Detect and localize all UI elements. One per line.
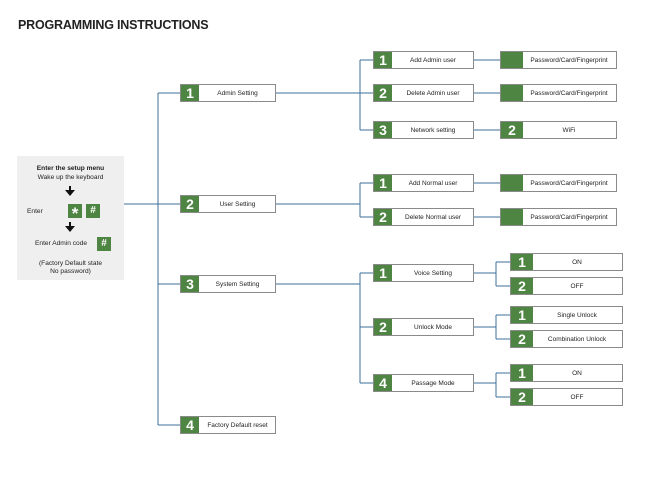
menu-factory-reset: 4 Factory Default reset (180, 416, 276, 434)
star-key-icon: * (68, 204, 82, 223)
submenu-delete-admin-user: 2 Delete Admin user (373, 84, 474, 102)
submenu-label: Add Admin user (410, 57, 456, 64)
green-marker (501, 52, 523, 68)
submenu-delete-normal-user: 2 Delete Normal user (373, 208, 474, 226)
option-label: Password/Card/Fingerprint (530, 90, 608, 97)
menu-system-setting: 3 System Setting (180, 275, 276, 293)
submenu-label: Unlock Mode (414, 324, 452, 331)
submenu-add-normal-user: 1 Add Normal user (373, 174, 474, 192)
menu-label: Admin Setting (217, 90, 258, 97)
hash-key-icon: # (97, 237, 111, 251)
option-password-card-fingerprint: Password/Card/Fingerprint (500, 51, 617, 69)
option-password-card-fingerprint: Password/Card/Fingerprint (500, 174, 617, 192)
option-voice-on: 1 ON (510, 253, 623, 271)
step-number: 2 (374, 85, 392, 101)
step-number: 3 (181, 276, 199, 292)
submenu-unlock-mode: 2 Unlock Mode (373, 318, 474, 336)
submenu-passage-mode: 4 Passage Mode (373, 374, 474, 392)
option-label: OFF (570, 394, 584, 401)
option-password-card-fingerprint: Password/Card/Fingerprint (500, 208, 617, 226)
factory-note-line-1: (Factory Default state (38, 260, 103, 267)
page-title: PROGRAMMING INSTRUCTIONS (18, 18, 209, 32)
green-marker (501, 85, 523, 101)
menu-admin-setting: 1 Admin Setting (180, 84, 276, 102)
option-single-unlock: 1 Single Unlock (510, 306, 623, 324)
setup-admin-code-label: Enter Admin code (35, 240, 88, 247)
menu-label: User Setting (219, 201, 256, 208)
down-arrow-icon (65, 226, 75, 232)
submenu-network-setting: 3 Network setting (373, 121, 474, 139)
step-number: 2 (181, 196, 199, 212)
option-label: Password/Card/Fingerprint (530, 180, 608, 187)
option-label: Password/Card/Fingerprint (530, 214, 608, 221)
step-number: 1 (374, 175, 392, 191)
option-password-card-fingerprint: Password/Card/Fingerprint (500, 84, 617, 102)
step-number: 2 (501, 122, 523, 138)
submenu-label: Voice Setting (414, 270, 452, 277)
hash-key-icon: # (86, 204, 100, 218)
option-wifi: 2 WiFi (500, 121, 617, 139)
down-arrow-stem (69, 186, 71, 190)
down-arrow-stem (69, 222, 71, 226)
option-label: WiFi (562, 127, 576, 134)
submenu-label: Delete Admin user (406, 90, 460, 97)
step-number: 1 (511, 254, 533, 270)
option-label: ON (572, 370, 582, 377)
submenu-voice-setting: 1 Voice Setting (373, 264, 474, 282)
setup-heading: Enter the setup menu (36, 165, 105, 172)
step-number: 2 (511, 389, 533, 405)
submenu-label: Delete Normal user (405, 214, 461, 221)
step-number: 1 (181, 85, 199, 101)
option-label: OFF (570, 283, 584, 290)
submenu-add-admin-user: 1 Add Admin user (373, 51, 474, 69)
setup-panel: Enter the setup menu Wake up the keyboar… (17, 156, 124, 280)
down-arrow-icon (65, 190, 75, 196)
setup-enter-label: Enter (27, 208, 43, 215)
option-combination-unlock: 2 Combination Unlock (510, 330, 623, 348)
menu-user-setting: 2 User Setting (180, 195, 276, 213)
step-number: 1 (511, 307, 533, 323)
factory-note-line-2: No password) (50, 268, 91, 275)
menu-label: Factory Default reset (207, 422, 268, 429)
step-number: 2 (511, 278, 533, 294)
option-label: ON (572, 259, 582, 266)
setup-wake-text: Wake up the keyboard (37, 174, 104, 181)
step-number: 4 (374, 375, 392, 391)
step-number: 1 (374, 52, 392, 68)
step-number: 2 (511, 331, 533, 347)
step-number: 4 (181, 417, 199, 433)
green-marker (501, 175, 523, 191)
submenu-label: Add Normal user (408, 180, 458, 187)
option-label: Combination Unlock (547, 336, 607, 343)
submenu-label: Passage Mode (411, 380, 455, 387)
step-number: 3 (374, 122, 392, 138)
step-number: 2 (374, 209, 392, 225)
option-label: Single Unlock (557, 312, 597, 319)
step-number: 1 (511, 365, 533, 381)
menu-label: System Setting (215, 281, 260, 288)
submenu-label: Network setting (410, 127, 456, 134)
option-passage-off: 2 OFF (510, 388, 623, 406)
step-number: 2 (374, 319, 392, 335)
option-passage-on: 1 ON (510, 364, 623, 382)
option-label: Password/Card/Fingerprint (530, 57, 608, 64)
green-marker (501, 209, 523, 225)
step-number: 1 (374, 265, 392, 281)
option-voice-off: 2 OFF (510, 277, 623, 295)
